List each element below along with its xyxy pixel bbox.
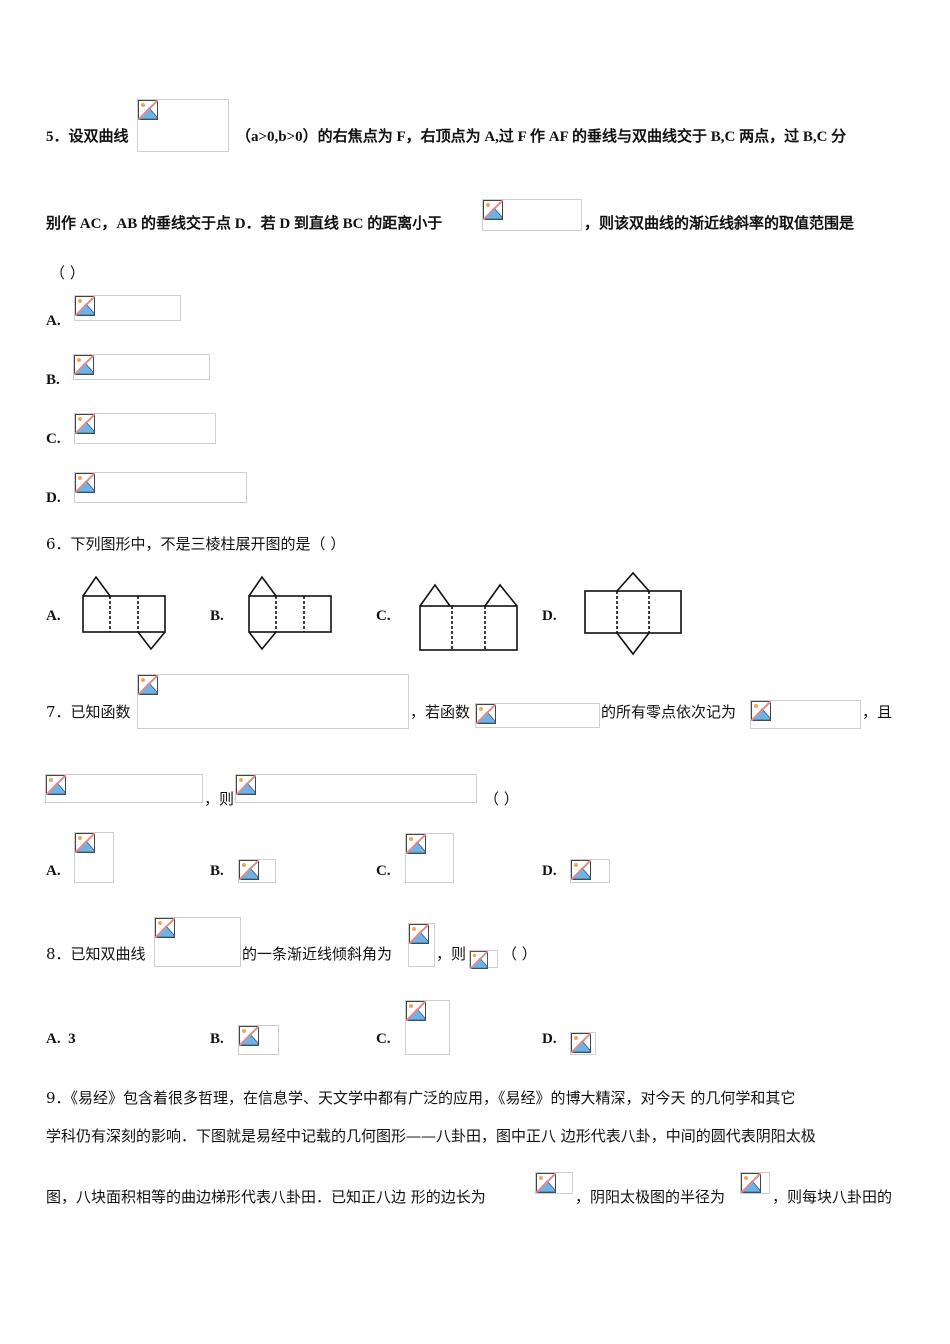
q5-text: 别作 AC，AB 的垂线交于点 D．若 D 到直线 BC 的距离小于 bbox=[46, 216, 443, 232]
q5-equation-image bbox=[137, 99, 229, 152]
q7-option-b-label: B. bbox=[210, 863, 224, 879]
q9-radius-image bbox=[740, 1172, 770, 1194]
broken-image-icon bbox=[239, 860, 259, 880]
q7-text: ，则 bbox=[204, 790, 235, 808]
broken-image-icon bbox=[751, 701, 771, 721]
q8-option-a-label: A. bbox=[46, 1031, 61, 1047]
q8-text: ，则 bbox=[436, 945, 467, 963]
q9-text: ，则每块八卦田的 bbox=[772, 1188, 893, 1206]
q7-zeros-image bbox=[750, 700, 861, 729]
broken-image-icon bbox=[75, 296, 95, 316]
q8-option-c-image bbox=[405, 1000, 450, 1055]
q5-answer-paren: （ ） bbox=[50, 264, 85, 282]
q7-option-c-image bbox=[405, 833, 454, 883]
broken-image-icon bbox=[571, 860, 591, 880]
q8-option-d-label: D. bbox=[542, 1031, 557, 1047]
q8-text: 已知双曲线 bbox=[70, 945, 146, 963]
q5-option-a-image bbox=[74, 295, 181, 321]
q6-figure-b-net bbox=[248, 575, 332, 651]
q8-option-b-image bbox=[238, 1025, 279, 1055]
broken-image-icon bbox=[409, 924, 429, 944]
q7-number: 7． bbox=[46, 703, 71, 721]
q6-figure-a-net bbox=[82, 575, 166, 651]
q7-option-c-label: C. bbox=[376, 863, 391, 879]
q8-target-image bbox=[469, 950, 498, 968]
broken-image-icon bbox=[470, 951, 488, 969]
broken-image-icon bbox=[74, 355, 94, 375]
q7-expression-image bbox=[235, 774, 477, 803]
q8-option-c-label: C. bbox=[376, 1031, 391, 1047]
broken-image-icon bbox=[476, 704, 496, 724]
q7-function2-image bbox=[475, 703, 600, 728]
q5-option-d-image bbox=[74, 472, 247, 503]
q7-text: ，且 bbox=[862, 703, 893, 721]
q7-option-a-label: A. bbox=[46, 863, 61, 879]
broken-image-icon bbox=[571, 1033, 591, 1053]
q5-option-b-image bbox=[73, 354, 210, 380]
broken-image-icon bbox=[406, 834, 426, 854]
broken-image-icon bbox=[155, 918, 175, 938]
q9-text: 9．《易经》包含着很多哲理，在信息学、天文学中都有广泛的应用，《易经》的博大精深… bbox=[46, 1089, 796, 1107]
q6-option-a-label: A. bbox=[46, 608, 61, 624]
broken-image-icon bbox=[406, 1001, 426, 1021]
broken-image-icon bbox=[75, 473, 95, 493]
broken-image-icon bbox=[483, 200, 503, 220]
q6-figure-c-net bbox=[419, 583, 518, 651]
broken-image-icon bbox=[75, 414, 95, 434]
q7-function-image bbox=[137, 674, 409, 729]
q6-option-c-label: C. bbox=[376, 608, 391, 624]
q7-option-b-image bbox=[238, 859, 276, 883]
q8-text: 的一条渐近线倾斜角为 bbox=[242, 945, 393, 963]
q9-text: 学科仍有深刻的影响．下图就是易经中记载的几何图形——八卦田，图中正八 边形代表八… bbox=[46, 1127, 816, 1145]
q8-option-d-image bbox=[570, 1032, 596, 1055]
q7-condition-image bbox=[45, 774, 203, 803]
q7-option-d-image bbox=[570, 859, 610, 883]
q8-number: 8． bbox=[46, 945, 71, 963]
q5-text: （a>0,b>0）的右焦点为 F，右顶点为 A,过 F 作 AF 的垂线与双曲线… bbox=[236, 129, 847, 145]
q5-text: ，则该双曲线的渐近线斜率的取值范围是 bbox=[584, 216, 855, 232]
q6-text: 6．下列图形中，不是三棱柱展开图的是（ ） bbox=[46, 535, 346, 553]
broken-image-icon bbox=[138, 675, 158, 695]
q5-option-c-image bbox=[74, 413, 216, 444]
q7-option-d-label: D. bbox=[542, 863, 557, 879]
q9-side-length-image bbox=[535, 1172, 573, 1194]
broken-image-icon bbox=[239, 1026, 259, 1046]
q7-text: 已知函数 bbox=[70, 703, 131, 721]
q8-option-a: A. 3 bbox=[46, 1029, 76, 1049]
q7-text: ，若函数 bbox=[410, 703, 471, 721]
broken-image-icon bbox=[46, 775, 66, 795]
q8-answer-paren: （ ） bbox=[502, 945, 537, 963]
q7-option-a-image bbox=[74, 832, 114, 883]
q5-line1: 5．设双曲线 bbox=[46, 127, 129, 147]
q5-option-d-label: D. bbox=[46, 490, 61, 506]
q5-number: 5． bbox=[46, 129, 69, 145]
q8-option-a-value: 3 bbox=[68, 1031, 76, 1047]
q7-text: 的所有零点依次记为 bbox=[601, 703, 737, 721]
broken-image-icon bbox=[236, 775, 256, 795]
q5-option-c-label: C. bbox=[46, 431, 61, 447]
broken-image-icon bbox=[536, 1173, 556, 1193]
q5-option-b-label: B. bbox=[46, 372, 60, 388]
q7-line1: 7．已知函数 bbox=[46, 702, 131, 722]
q8-option-b-label: B. bbox=[210, 1031, 224, 1047]
q5-distance-image bbox=[482, 199, 582, 231]
q5-text: 设双曲线 bbox=[68, 129, 129, 145]
q6-option-b-label: B. bbox=[210, 608, 224, 624]
broken-image-icon bbox=[75, 833, 95, 853]
q8-hyperbola-image bbox=[154, 917, 241, 967]
q5-option-a-label: A. bbox=[46, 313, 61, 329]
q9-text: 图，八块面积相等的曲边梯形代表八卦田．已知正八边 形的边长为 bbox=[46, 1188, 486, 1206]
q8-angle-image bbox=[408, 923, 435, 967]
q9-text: ，阴阳太极图的半径为 bbox=[575, 1188, 726, 1206]
q8-line1: 8．已知双曲线 bbox=[46, 944, 146, 964]
q6-option-d-label: D. bbox=[542, 608, 557, 624]
broken-image-icon bbox=[138, 100, 158, 120]
broken-image-icon bbox=[741, 1173, 761, 1193]
q7-answer-paren: （ ） bbox=[484, 790, 519, 808]
q6-figure-d-net bbox=[584, 571, 682, 656]
